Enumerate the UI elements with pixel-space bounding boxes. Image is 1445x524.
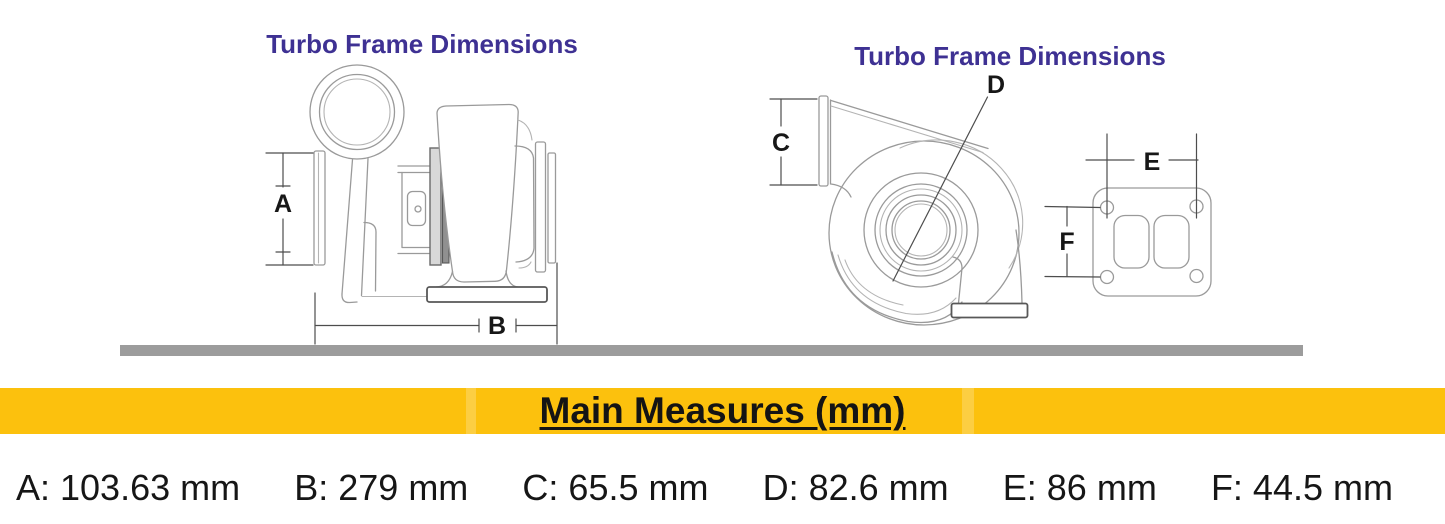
turbine-outlet-flanges xyxy=(534,141,557,273)
right-diagram-title: Turbo Frame Dimensions xyxy=(854,41,1166,71)
measure-d: D: 82.6 mm xyxy=(762,467,949,508)
compressor-inlet-circle xyxy=(309,64,405,160)
dimension-f: F xyxy=(1044,205,1101,278)
dimension-e: E xyxy=(1085,133,1199,219)
compressor-flange-plate xyxy=(313,150,326,266)
measure-b: B: 279 mm xyxy=(294,467,469,508)
dimension-d: D xyxy=(892,71,1005,282)
dim-label-c: C xyxy=(772,129,790,157)
dimension-b: B xyxy=(314,262,558,345)
bolt-hole xyxy=(1099,269,1115,285)
dim-label-a: A xyxy=(274,190,292,218)
banner-title: Main Measures (mm) xyxy=(539,390,906,431)
downpipe xyxy=(341,157,428,304)
volute-scroll xyxy=(828,139,1024,326)
dimension-c: C xyxy=(769,98,818,186)
banner-cell-divider xyxy=(962,388,974,434)
center-cartridge-cover xyxy=(436,103,519,283)
turbine-front-view: C xyxy=(769,71,1212,326)
turbine-inlet-horn xyxy=(818,95,989,198)
turbine-wheel-rings xyxy=(863,172,979,288)
banner-cell-divider xyxy=(466,388,476,434)
t4-flange xyxy=(1092,187,1212,297)
dim-label-d: D xyxy=(987,71,1005,99)
turbo-line-art: A B C xyxy=(120,64,1303,356)
left-diagram-title: Turbo Frame Dimensions xyxy=(266,29,578,59)
bolt-hole xyxy=(1189,268,1204,284)
turbine-neck xyxy=(514,119,535,269)
measure-e: E: 86 mm xyxy=(1002,467,1157,508)
measure-c: C: 65.5 mm xyxy=(522,467,709,508)
dim-label-e: E xyxy=(1144,148,1161,176)
main-measures-banner: Main Measures (mm) xyxy=(0,388,1445,434)
bearing-housing xyxy=(397,165,434,255)
measure-f: F: 44.5 mm xyxy=(1210,467,1393,508)
mounting-base xyxy=(426,270,548,303)
discharge-flange xyxy=(950,229,1029,319)
turbo-side-view: A B xyxy=(265,64,558,345)
measure-a: A: 103.63 mm xyxy=(16,467,241,508)
measures-row: A: 103.63 mm B: 279 mm C: 65.5 mm D: 82.… xyxy=(0,467,1445,509)
dimension-a: A xyxy=(265,152,314,266)
dim-label-f: F xyxy=(1059,228,1074,256)
dim-label-b: B xyxy=(488,312,506,340)
ground-bar xyxy=(120,345,1303,356)
